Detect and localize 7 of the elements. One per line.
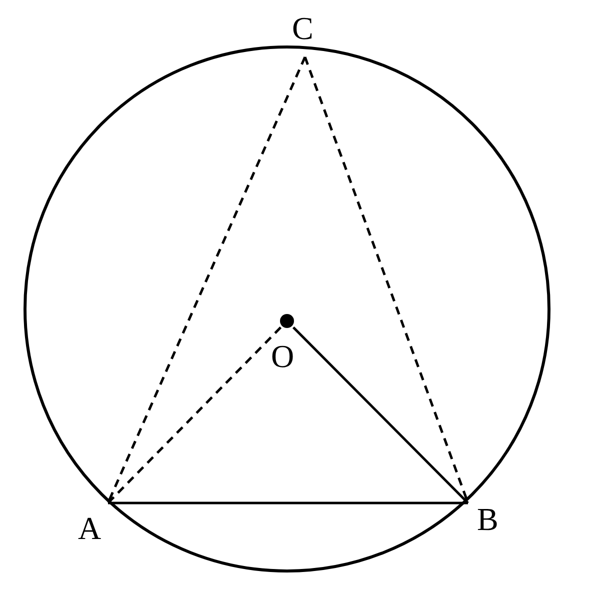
point-label: B [477, 503, 498, 535]
point-label: A [78, 512, 102, 544]
line-segment [292, 326, 469, 504]
line-segment [108, 502, 468, 504]
dashed-line [107, 326, 282, 504]
point-label: C [292, 12, 314, 44]
point-label: O [271, 340, 294, 372]
